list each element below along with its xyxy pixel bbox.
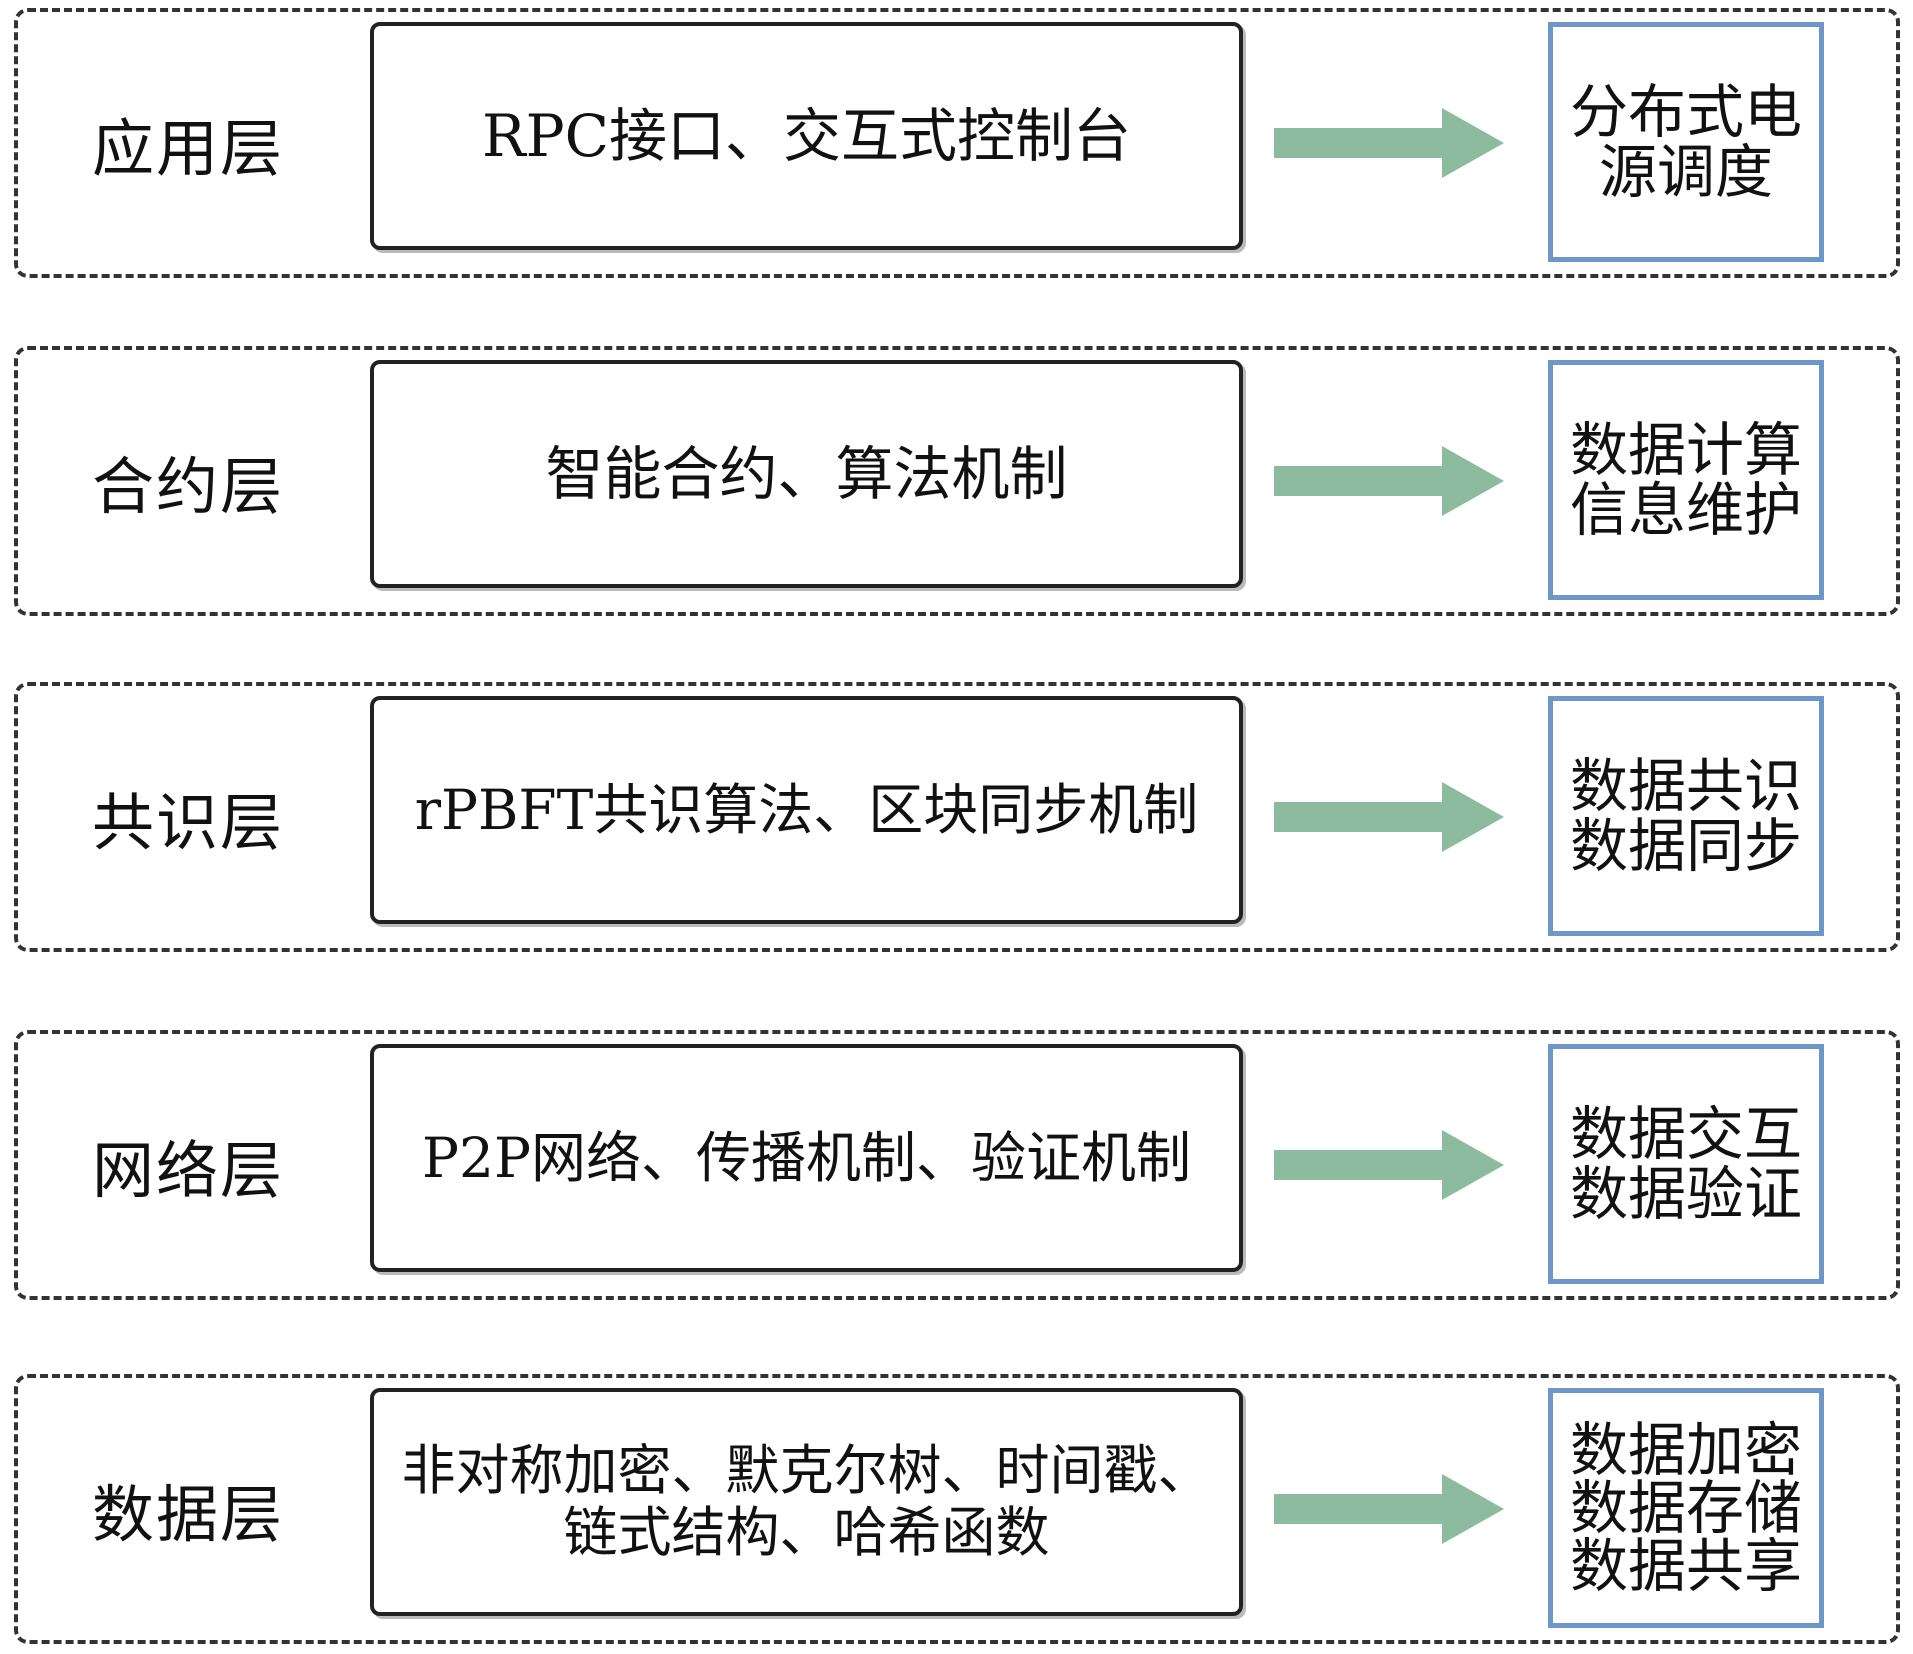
function-line: 信息维护 [1569,476,1802,544]
function-line: 数据共识 [1569,752,1802,820]
layer-name: 共识层 [91,786,284,859]
technology-box: rPBFT共识算法、区块同步机制 [370,696,1243,924]
technology-text: 智能合约、算法机制 [545,440,1068,508]
function-line: 数据加密 [1569,1416,1802,1484]
layer-data: 数据层 非对称加密、默克尔树、时间戳、 链式结构、哈希函数 数据加密 数据存储 … [14,1374,1900,1644]
right-arrow-icon [1274,12,1514,274]
technology-box: 智能合约、算法机制 [370,360,1243,588]
function-line: 数据共享 [1569,1532,1802,1600]
right-arrow-shape [1274,1130,1504,1200]
function-box: 数据共识 数据同步 [1548,696,1824,936]
function-box: 数据计算 信息维护 [1548,360,1824,600]
function-line: 数据验证 [1569,1160,1802,1228]
layer-network: 网络层 P2P网络、传播机制、验证机制 数据交互 数据验证 [14,1030,1900,1300]
right-arrow-icon [1274,1378,1514,1640]
layer-application: 应用层 RPC接口、交互式控制台 分布式电 源调度 [14,8,1900,278]
layer-name: 合约层 [91,450,284,523]
technology-text-line: 链式结构、哈希函数 [563,1501,1050,1564]
technology-text: RPC接口、交互式控制台 [481,102,1132,170]
function-line: 数据存储 [1569,1474,1802,1542]
function-line: 分布式电 [1569,78,1802,146]
function-line: 数据同步 [1569,812,1802,880]
function-line: 数据计算 [1569,416,1802,484]
function-box: 数据交互 数据验证 [1548,1044,1824,1284]
technology-box: P2P网络、传播机制、验证机制 [370,1044,1243,1272]
layer-name: 应用层 [91,112,284,185]
right-arrow-shape [1274,108,1504,178]
function-line: 源调度 [1598,138,1773,206]
technology-box: RPC接口、交互式控制台 [370,22,1243,250]
technology-text-line: 非对称加密、默克尔树、时间戳、 [401,1439,1212,1502]
right-arrow-icon [1274,350,1514,612]
function-box: 分布式电 源调度 [1548,22,1824,262]
right-arrow-shape [1274,1474,1504,1544]
right-arrow-icon [1274,1034,1514,1296]
technology-text: P2P网络、传播机制、验证机制 [421,1126,1191,1190]
right-arrow-icon [1274,686,1514,948]
right-arrow-shape [1274,446,1504,516]
layer-consensus: 共识层 rPBFT共识算法、区块同步机制 数据共识 数据同步 [14,682,1900,952]
technology-text: rPBFT共识算法、区块同步机制 [414,778,1199,842]
layer-name: 数据层 [91,1478,284,1551]
function-line: 数据交互 [1569,1100,1802,1168]
technology-box: 非对称加密、默克尔树、时间戳、 链式结构、哈希函数 [370,1388,1243,1616]
function-box: 数据加密 数据存储 数据共享 [1548,1388,1824,1628]
right-arrow-shape [1274,782,1504,852]
layer-name: 网络层 [91,1134,284,1207]
layer-contract: 合约层 智能合约、算法机制 数据计算 信息维护 [14,346,1900,616]
